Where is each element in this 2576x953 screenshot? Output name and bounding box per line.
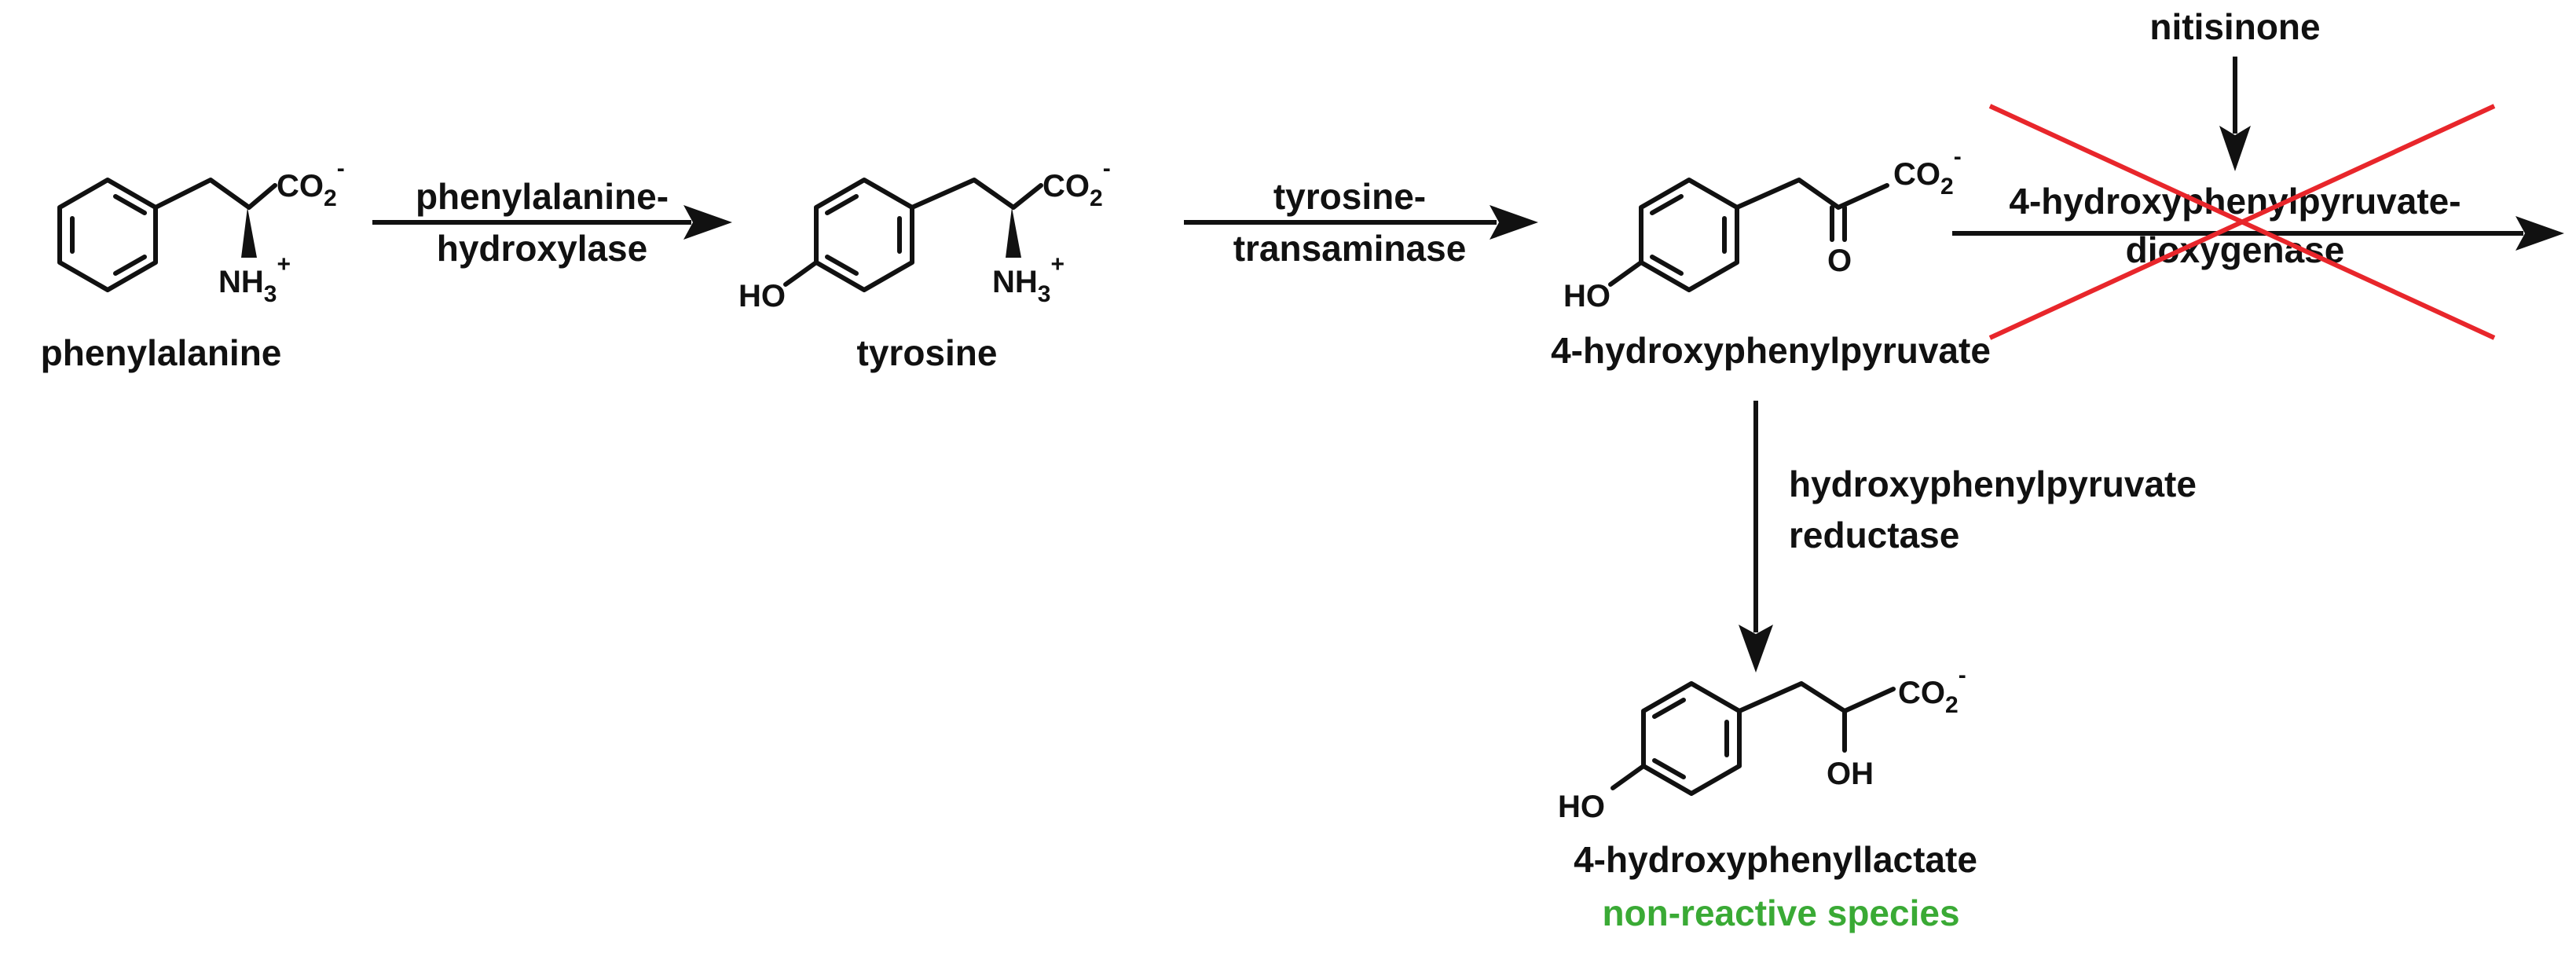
alcohol-oh-label: OH — [1827, 757, 1874, 791]
hydroxyphenyllactate-structure: CO2- OH HO — [1558, 662, 1966, 824]
hydroxyphenylpyruvate-hydroxyl-bond — [1608, 260, 1643, 287]
svg-text:NH3+: NH3 + — [992, 251, 1064, 307]
enzyme-label-hppd-line1: 4-hydroxyphenylpyruvate- — [2009, 181, 2461, 222]
inhibitor-label-nitisinone: nitisinone — [2149, 6, 2320, 47]
reaction-arrow-reduction — [1739, 401, 1773, 673]
compound-label-4-hydroxyphenylpyruvate: 4-hydroxyphenylpyruvate — [1551, 330, 1991, 371]
svg-text:CO2-: CO2- — [1042, 156, 1111, 211]
tyrosine-wedge-bond — [1006, 207, 1021, 258]
hydroxyphenylpyruvate-structure: CO2- O HO — [1563, 144, 1962, 313]
blocked-step-cross — [1988, 104, 2496, 340]
reaction-arrow-hydroxylation — [372, 205, 732, 240]
hydroxyphenylpyruvate-ring-double-bond — [1650, 194, 1684, 215]
reaction-arrow-transamination — [1184, 205, 1538, 240]
enzyme-label-tyrosine-transaminase-line2: transaminase — [1233, 228, 1467, 269]
enzyme-label-hppr-line2: reductase — [1789, 515, 1959, 555]
compound-label-4-hydroxyphenyllactate: 4-hydroxyphenyllactate — [1574, 839, 1977, 880]
carboxylate-subscript: 2 — [1090, 185, 1103, 211]
carboxylate-subscript: 2 — [324, 185, 337, 211]
tyrosine-hydroxyl-bond — [783, 260, 819, 287]
hydroxyphenylpyruvate-ring-double-bond — [1650, 255, 1684, 276]
carboxylate-charge: - — [337, 156, 345, 181]
svg-text:NH3+: NH3+ — [218, 251, 291, 307]
ammonium-charge: + — [1050, 251, 1064, 277]
carboxylate-subscript: 2 — [1945, 692, 1959, 718]
compound-note-non-reactive: non-reactive species — [1602, 893, 1959, 933]
carboxylate-label: CO — [1898, 676, 1945, 710]
hydroxyphenylpyruvate-side-chain — [1735, 178, 1889, 210]
carboxylate-subscript: 2 — [1940, 174, 1954, 200]
inhibition-arrow — [2219, 57, 2251, 171]
phenylalanine-structure: CO2- NH3+ — [57, 156, 345, 307]
compound-label-tyrosine: tyrosine — [857, 332, 998, 373]
ammonium-subscript: 3 — [1038, 281, 1051, 307]
svg-text:CO2-: CO2- — [277, 156, 345, 211]
tyrosine-side-chain — [910, 178, 1043, 210]
carboxylate-charge: - — [1954, 144, 1962, 170]
ammonium-label: NH — [218, 265, 264, 299]
hydroxyphenyllactate-ring-double-bond — [1652, 758, 1686, 779]
carboxylate-label: CO — [1042, 169, 1090, 203]
hydroxyphenyllactate-ring-double-bond — [1652, 698, 1686, 719]
tyrosine-ring-double-bond — [825, 194, 859, 215]
hydroxyphenyllactate-side-chain — [1737, 681, 1896, 713]
hydroxyl-label: HO — [1563, 279, 1610, 313]
svg-text:CO2-: CO2- — [1898, 662, 1966, 718]
enzyme-label-hppd-line2: dioxygenase — [2126, 229, 2345, 270]
hydroxyl-label: HO — [738, 279, 786, 313]
enzyme-label-hppr-line1: hydroxyphenylpyruvate — [1789, 464, 2197, 504]
enzyme-label-phenylalanine-hydroxylase-line1: phenylalanine- — [416, 176, 669, 217]
carboxylate-label: CO — [1893, 157, 1940, 192]
tyrosine-ring-double-bond — [825, 255, 859, 276]
cross-stroke — [1988, 104, 2496, 340]
ketone-oxygen-label: O — [1827, 244, 1852, 278]
carboxylate-label: CO — [277, 169, 324, 203]
ammonium-label: NH — [992, 265, 1038, 299]
enzyme-label-tyrosine-transaminase-line1: tyrosine- — [1273, 176, 1426, 217]
hydroxyphenyllactate-hydroxyl-bond — [1610, 764, 1646, 790]
carboxylate-charge: - — [1959, 662, 1966, 688]
ammonium-charge: + — [277, 251, 291, 277]
svg-text:CO2-: CO2- — [1893, 144, 1962, 200]
tyrosine-structure: CO2- NH3 + HO — [738, 156, 1111, 313]
phenylalanine-ring-double-bond — [113, 255, 147, 276]
phenylalanine-ring-double-bond — [113, 194, 147, 215]
compound-label-phenylalanine: phenylalanine — [41, 332, 282, 373]
phenylalanine-side-chain — [153, 178, 277, 210]
ammonium-subscript: 3 — [264, 281, 277, 307]
reaction-arrow-dioxygenase-blocked — [1952, 216, 2564, 251]
carboxylate-charge: - — [1103, 156, 1111, 181]
hydroxyl-label: HO — [1558, 790, 1605, 824]
phenylalanine-wedge-bond — [241, 207, 257, 258]
enzyme-label-phenylalanine-hydroxylase-line2: hydroxylase — [437, 228, 647, 269]
